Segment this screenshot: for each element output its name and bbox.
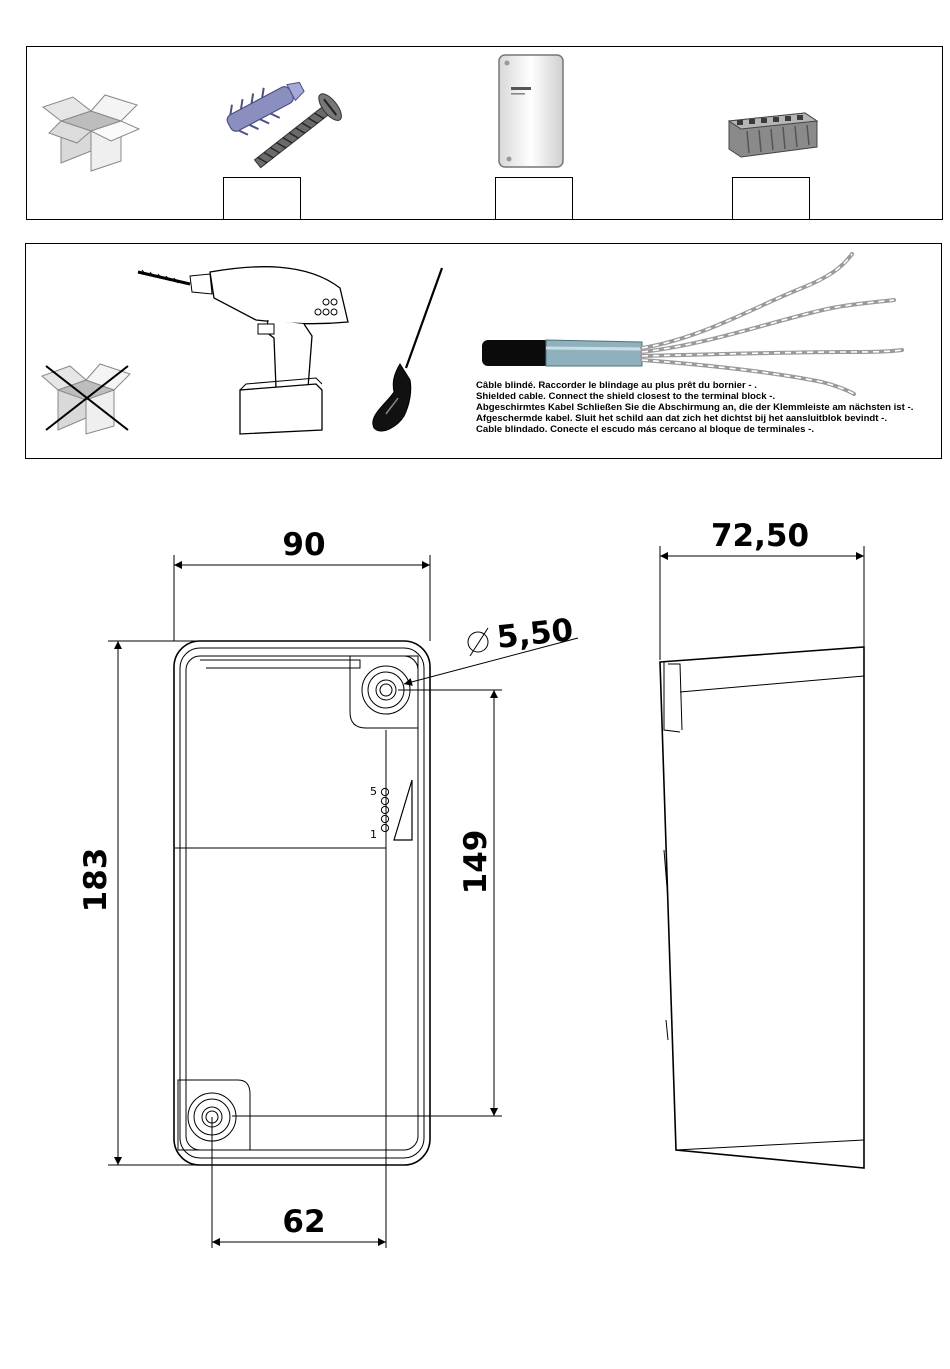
drill-icon xyxy=(137,266,349,435)
cable-note-fr: Câble blindé. Raccorder le blindage au p… xyxy=(476,380,757,391)
cable-note-es: Cable blindado. Conecte el escudo más ce… xyxy=(476,424,815,435)
cable-note-nl: Afgeschermde kabel. Sluit het schild aan… xyxy=(476,413,888,424)
dim-hole-horizontal: 62 xyxy=(282,1204,325,1240)
device-qty-box xyxy=(495,177,573,219)
level-scale-bottom: 1 xyxy=(370,828,377,841)
wireless-module-icon xyxy=(498,54,564,168)
screwdriver-icon xyxy=(372,267,444,432)
level-scale-top: 5 xyxy=(370,785,377,798)
front-view xyxy=(173,640,431,1166)
crossed-box-icon xyxy=(41,363,131,435)
wall-plug-screw-icon xyxy=(226,81,342,169)
dim-depth: 72,50 xyxy=(711,518,809,554)
cable-instructions: Câble blindé. Raccorder le blindage au p… xyxy=(476,380,936,435)
dim-width: 90 xyxy=(282,527,325,563)
tools-panel xyxy=(25,243,942,459)
cable-note-de: Abgeschirmtes Kabel Schließen Sie die Ab… xyxy=(476,402,914,413)
side-view xyxy=(659,646,865,1169)
dimension-drawing: 5 1 90 183 149 62 5,50 72,50 xyxy=(78,518,865,1248)
open-box-icon xyxy=(41,94,141,172)
level-scale-icon xyxy=(380,779,413,841)
dim-hole-vertical: 149 xyxy=(458,830,494,895)
cable-note-en: Shielded cable. Connect the shield close… xyxy=(476,391,776,402)
terminal-qty-box xyxy=(732,177,810,219)
shielded-cable-icon xyxy=(482,252,904,396)
contents-panel xyxy=(26,46,943,220)
dim-hole-diameter: 5,50 xyxy=(495,612,575,656)
fixings-qty-box xyxy=(223,177,301,219)
dim-height: 183 xyxy=(78,848,114,913)
terminal-block-icon xyxy=(727,112,819,158)
